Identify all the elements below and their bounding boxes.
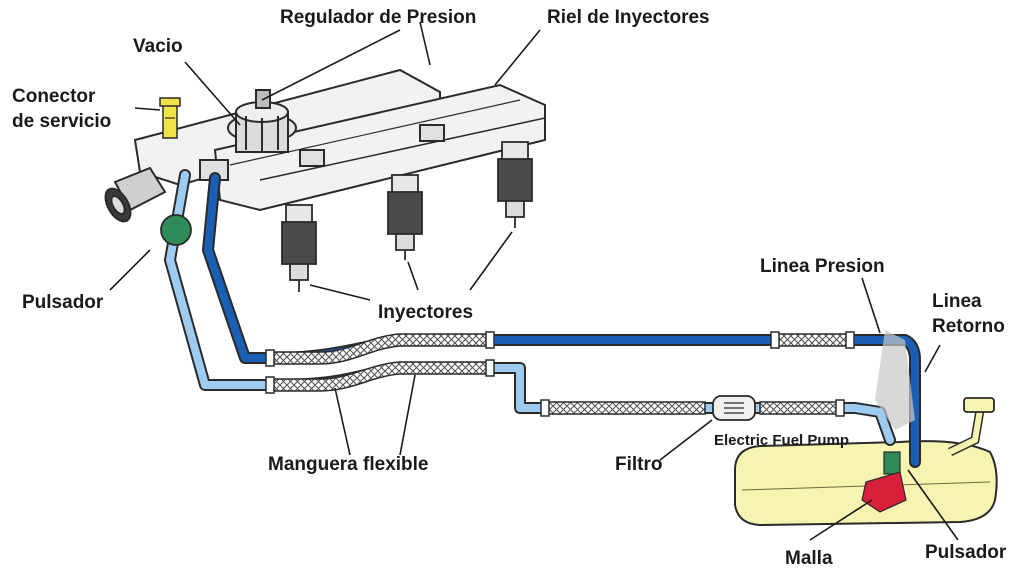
fuel-rail-assembly: [104, 68, 546, 223]
label-vacio: Vacio: [133, 36, 183, 57]
pressure-line-outline: [202, 172, 921, 468]
pulsador-left: [160, 214, 192, 246]
flex-hose-lower: [269, 361, 491, 392]
pressure-line: [204, 174, 919, 466]
flex-hose-upper: [269, 333, 491, 365]
label-conector-2: de servicio: [12, 111, 111, 132]
hose-clamps: [265, 331, 855, 417]
label-pulsador-right: Pulsador: [925, 542, 1007, 563]
pointer-lines: [109, 21, 959, 541]
label-manguera: Manguera flexible: [268, 454, 429, 475]
vacuum-port: [104, 166, 167, 223]
label-pulsador-left: Pulsador: [22, 292, 104, 313]
return-line: [166, 171, 894, 444]
flex-hose-pressure-right: [774, 333, 851, 347]
injector-2: [387, 174, 423, 260]
injector-rail-body: [213, 83, 546, 212]
label-linea-retorno-2: Retorno: [932, 316, 1005, 337]
injector-3: [497, 141, 533, 228]
injector-1: [281, 204, 317, 292]
label-linea-presion: Linea Presion: [760, 256, 885, 277]
label-riel: Riel de Inyectores: [547, 7, 710, 28]
label-malla: Malla: [785, 548, 833, 569]
fuel-lines: [164, 169, 921, 468]
fuel-tank: [734, 397, 998, 527]
label-linea-retorno-1: Linea: [932, 291, 982, 312]
return-line-outline: [164, 169, 896, 446]
label-inyectores: Inyectores: [378, 302, 473, 323]
pressure-regulator: [227, 89, 297, 153]
label-conector-1: Conector: [12, 86, 96, 107]
label-electric-pump: Electric Fuel Pump: [714, 432, 849, 449]
service-connector: [159, 97, 181, 139]
label-regulador: Regulador de Presion: [280, 7, 476, 28]
label-filtro: Filtro: [615, 454, 663, 475]
flex-hose-return-filter: [544, 401, 706, 415]
labels: Regulador de Presion Riel de Inyectores …: [12, 7, 1007, 569]
electric-fuel-pump: [861, 451, 907, 513]
flex-hose-filter-right: [759, 401, 841, 415]
fuel-filter: [712, 395, 756, 421]
line-shadow: [875, 330, 915, 430]
